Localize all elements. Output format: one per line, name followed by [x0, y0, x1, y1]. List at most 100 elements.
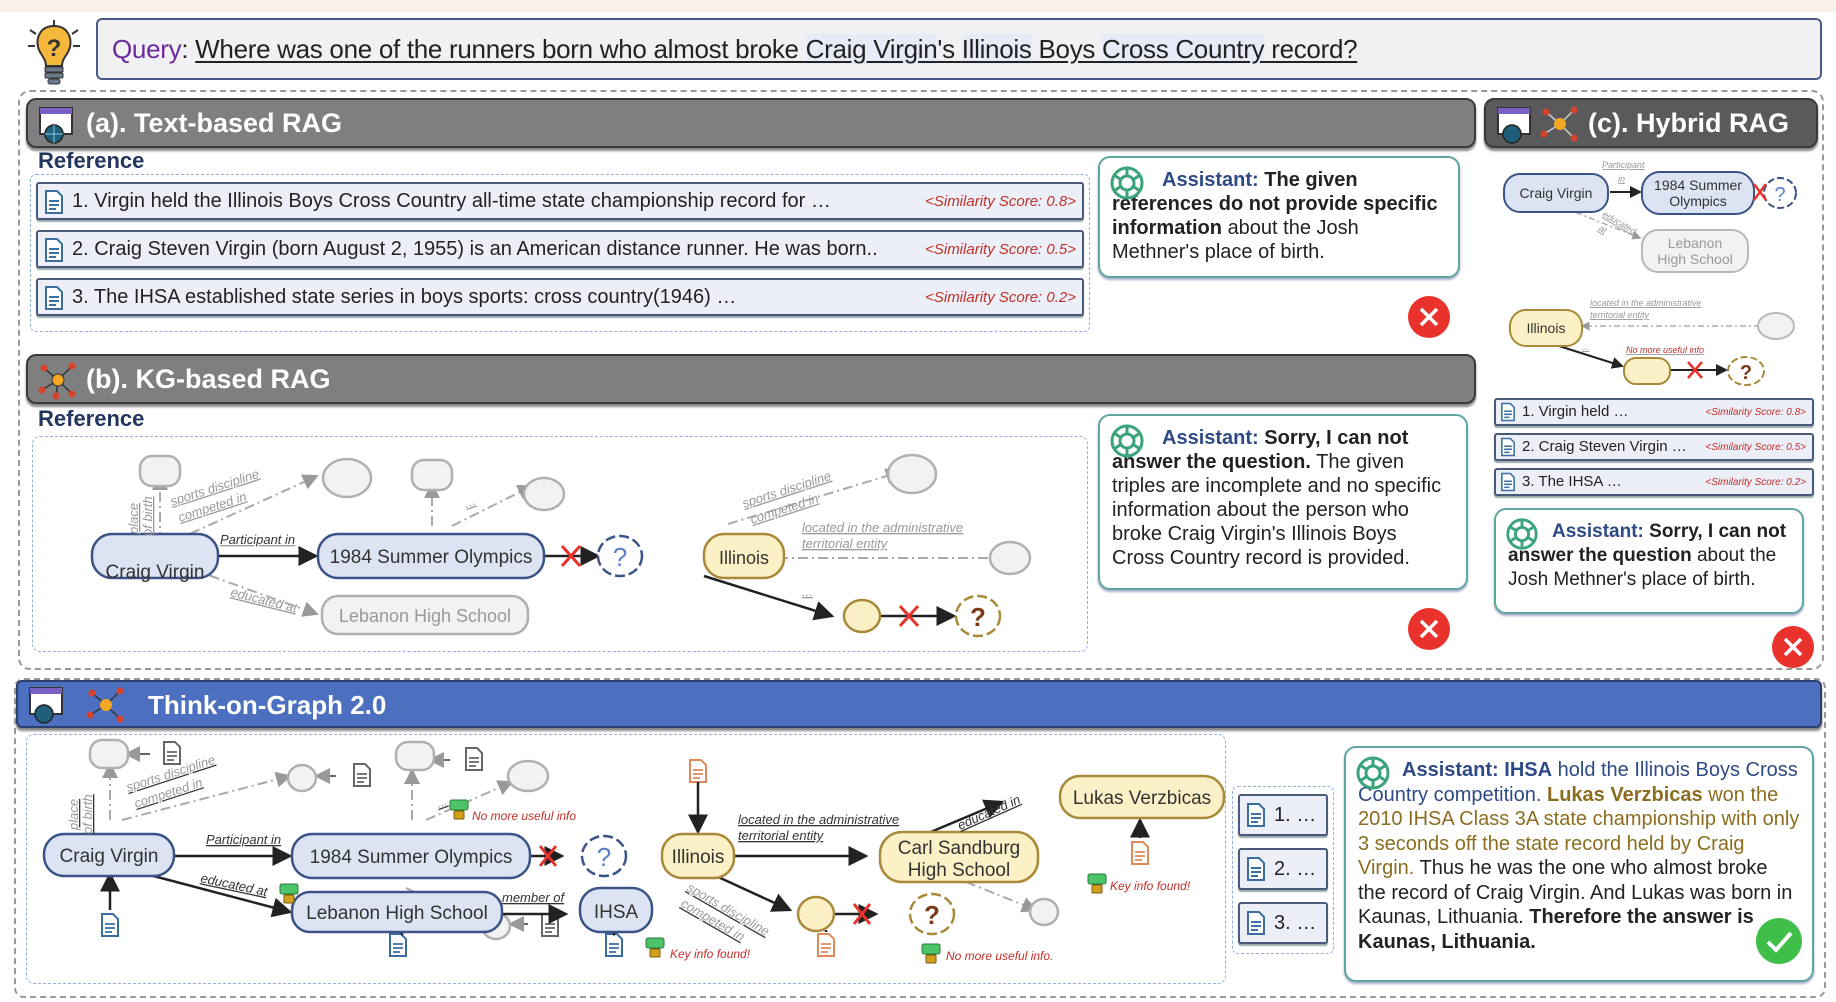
node-label: Lebanon High School: [306, 903, 488, 924]
graph-shape: [1113, 168, 1141, 198]
edge-label: located in the administrative: [802, 520, 963, 535]
node-label: High School: [1657, 251, 1733, 267]
graph-shape: [30, 688, 62, 694]
kg-rag-title: (b). KG-based RAG: [86, 364, 331, 394]
tog-header: Think-on-Graph 2.0: [16, 680, 1822, 728]
edge-label: Participant in: [220, 532, 295, 547]
edge-sports-discipline: [727, 468, 902, 525]
tog-graph: Craig Virgin 1984 Summer Olympics Lebano…: [42, 738, 1226, 964]
svg-text:?: ?: [47, 35, 62, 62]
graph-shape: [878, 830, 1040, 884]
graph-shape: [47, 78, 61, 85]
graph-shape: [45, 125, 63, 143]
graph-shape: [1641, 171, 1755, 215]
graph-shape: [1508, 519, 1536, 549]
status-label: Key info found!: [1110, 879, 1191, 893]
openai-logo-icon: [1506, 518, 1538, 550]
document-icon: [45, 190, 63, 214]
hybrid-rag-graph: Craig Virgin 1984 Summer Olympics Lebano…: [1503, 160, 1797, 386]
query-box: Query: Where was one of the runners born…: [96, 18, 1822, 80]
node-1984-summer-olympics: [316, 532, 546, 580]
graph-shape: [394, 740, 436, 772]
graph-edge: [71, 29, 79, 35]
query-part: Where was one of the runners born who al…: [195, 34, 806, 64]
node-label: Lukas Verzbicas: [1073, 788, 1211, 809]
node-label: Carl Sandburg: [898, 838, 1021, 859]
graph-shape: [506, 759, 550, 793]
reference-item: 2. Craig Steven Virgin … <Similarity Sco…: [1494, 433, 1814, 461]
hybrid-rag-header: (c). Hybrid RAG: [1484, 98, 1818, 148]
edge-label: territorial entity: [1590, 310, 1650, 320]
document-icon: [1501, 437, 1515, 457]
unknown-grey-node: [410, 458, 454, 492]
node-label: ?: [970, 602, 986, 632]
status-label: No more useful info.: [946, 949, 1053, 963]
answer-bold: Sorry, I can not answer the question.: [1112, 427, 1409, 473]
graph-shape: [1783, 637, 1803, 657]
similarity-score: <Similarity Score: 0.5>: [925, 241, 1076, 258]
node-label: Illinois: [719, 548, 769, 568]
reference-item: 3. …: [1238, 902, 1328, 944]
reference-item: 1. Virgin held the Illinois Boys Cross C…: [36, 182, 1084, 220]
figure-canvas: ? Query: Where was one of the runners bo…: [0, 12, 1836, 1002]
tog-graph-area: [26, 734, 1226, 984]
graph-edge: [121, 771, 292, 821]
edge-label: educated at: [229, 584, 300, 615]
edge-label: in: [1618, 174, 1625, 184]
graph-icon: [541, 913, 559, 937]
node-lebanon-high-school: [320, 594, 530, 636]
graph-shape: [290, 890, 504, 934]
similarity-score: <Similarity Score: 0.2>: [1705, 477, 1806, 488]
kg-rag-header: (b). KG-based RAG: [26, 354, 1476, 404]
graph-shape: [1766, 931, 1793, 953]
graph-shape: [1419, 307, 1439, 327]
unknown-grey-node: [321, 457, 373, 499]
document-icon: [1247, 911, 1265, 935]
edge-sports-discipline: [171, 474, 319, 543]
edge-label: Participant in: [206, 832, 281, 847]
unknown-answer-node: [596, 534, 644, 578]
unknown-answer-node: [954, 594, 1002, 638]
reference-item: 1. Virgin held … <Similarity Score: 0.8>: [1494, 398, 1814, 426]
openai-logo-icon: [1356, 756, 1390, 790]
status-label: No more useful info: [472, 809, 576, 823]
graph-edge: [965, 881, 1038, 913]
graph-icon: [817, 933, 835, 957]
edge-label: located in the administrative: [738, 812, 899, 827]
node-label: Craig Virgin: [106, 562, 205, 583]
graph-shape: [1504, 480, 1512, 489]
answer-bold: Sorry, I can not answer the question: [1508, 521, 1787, 566]
reference-text: 3. The IHSA established state series in …: [72, 286, 737, 308]
graph-edge: [925, 799, 1005, 836]
graph-shape: [286, 763, 318, 793]
text-rag-assistant-answer: Assistant: The given references do not p…: [1098, 156, 1460, 278]
answer-bold: The given references do not provide spec…: [1112, 169, 1438, 239]
query-entity-cross-country: Cross Country: [1102, 34, 1265, 64]
graph-shape: [49, 248, 59, 258]
text-rag-reference-label: Reference: [38, 148, 145, 173]
node-label: ?: [597, 842, 611, 872]
graph-icon: [605, 933, 623, 957]
answer-text: The given triples are incomplete and no …: [1112, 451, 1442, 569]
graph-shape: [40, 108, 72, 114]
graph-shape: [852, 903, 872, 925]
graph-shape: [1623, 357, 1671, 385]
document-icon: [1501, 402, 1515, 422]
edge-label: educated in: [955, 792, 1023, 833]
unknown-grey-node: [886, 453, 938, 495]
document-icon: [45, 238, 63, 262]
node-label: ?: [1740, 362, 1752, 384]
edge-label: No more useful info: [1626, 345, 1704, 355]
graph-edge: [715, 874, 793, 912]
graph-shape: [36, 24, 72, 67]
similarity-score: <Similarity Score: 0.5>: [1705, 442, 1806, 453]
query-part: record?: [1264, 34, 1358, 64]
graph-shape: [42, 832, 176, 878]
edge-label: of birth: [140, 496, 155, 536]
node-label: ?: [924, 900, 940, 930]
reference-item: 3. The IHSA established state series in …: [36, 278, 1084, 316]
graph-shape: [1251, 867, 1261, 877]
edge-label: territorial entity: [802, 536, 889, 551]
graph-shape: [1113, 426, 1141, 456]
reference-item: 2. …: [1238, 848, 1328, 890]
